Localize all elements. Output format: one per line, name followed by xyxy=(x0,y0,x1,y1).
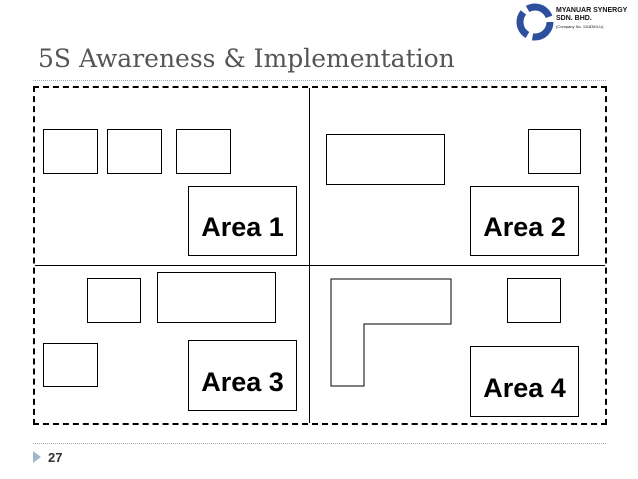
company-logo xyxy=(516,3,554,41)
area-3-label: Area 3 xyxy=(188,340,297,411)
bullet-triangle-icon xyxy=(33,451,41,463)
item-box xyxy=(43,343,98,387)
l-shaped-item xyxy=(330,278,452,387)
item-box xyxy=(87,278,141,323)
area-1-label: Area 1 xyxy=(188,186,297,256)
item-box xyxy=(326,134,445,185)
area-2-label: Area 2 xyxy=(470,186,579,256)
vertical-divider xyxy=(309,88,310,423)
page-number: 27 xyxy=(48,450,63,465)
logo-reg: (Company No. 1118343-U) xyxy=(556,24,604,29)
horizontal-divider xyxy=(35,265,605,266)
title-divider xyxy=(33,80,606,81)
footer-divider xyxy=(33,443,606,444)
item-box xyxy=(157,272,276,323)
floor-plan-border xyxy=(33,86,607,425)
item-box xyxy=(107,129,162,174)
logo-company: MYANUAR SYNERGY xyxy=(556,7,628,14)
item-box xyxy=(43,129,98,174)
item-box xyxy=(507,278,561,323)
item-box xyxy=(176,129,231,174)
slide-title: 5S Awareness & Implementation xyxy=(38,44,455,73)
area-4-label: Area 4 xyxy=(470,346,579,417)
logo-text: MYANUAR SYNERGY SDN. BHD. (Company No. 1… xyxy=(556,7,627,31)
logo-suffix: SDN. BHD. xyxy=(556,15,592,22)
item-box xyxy=(528,129,581,174)
